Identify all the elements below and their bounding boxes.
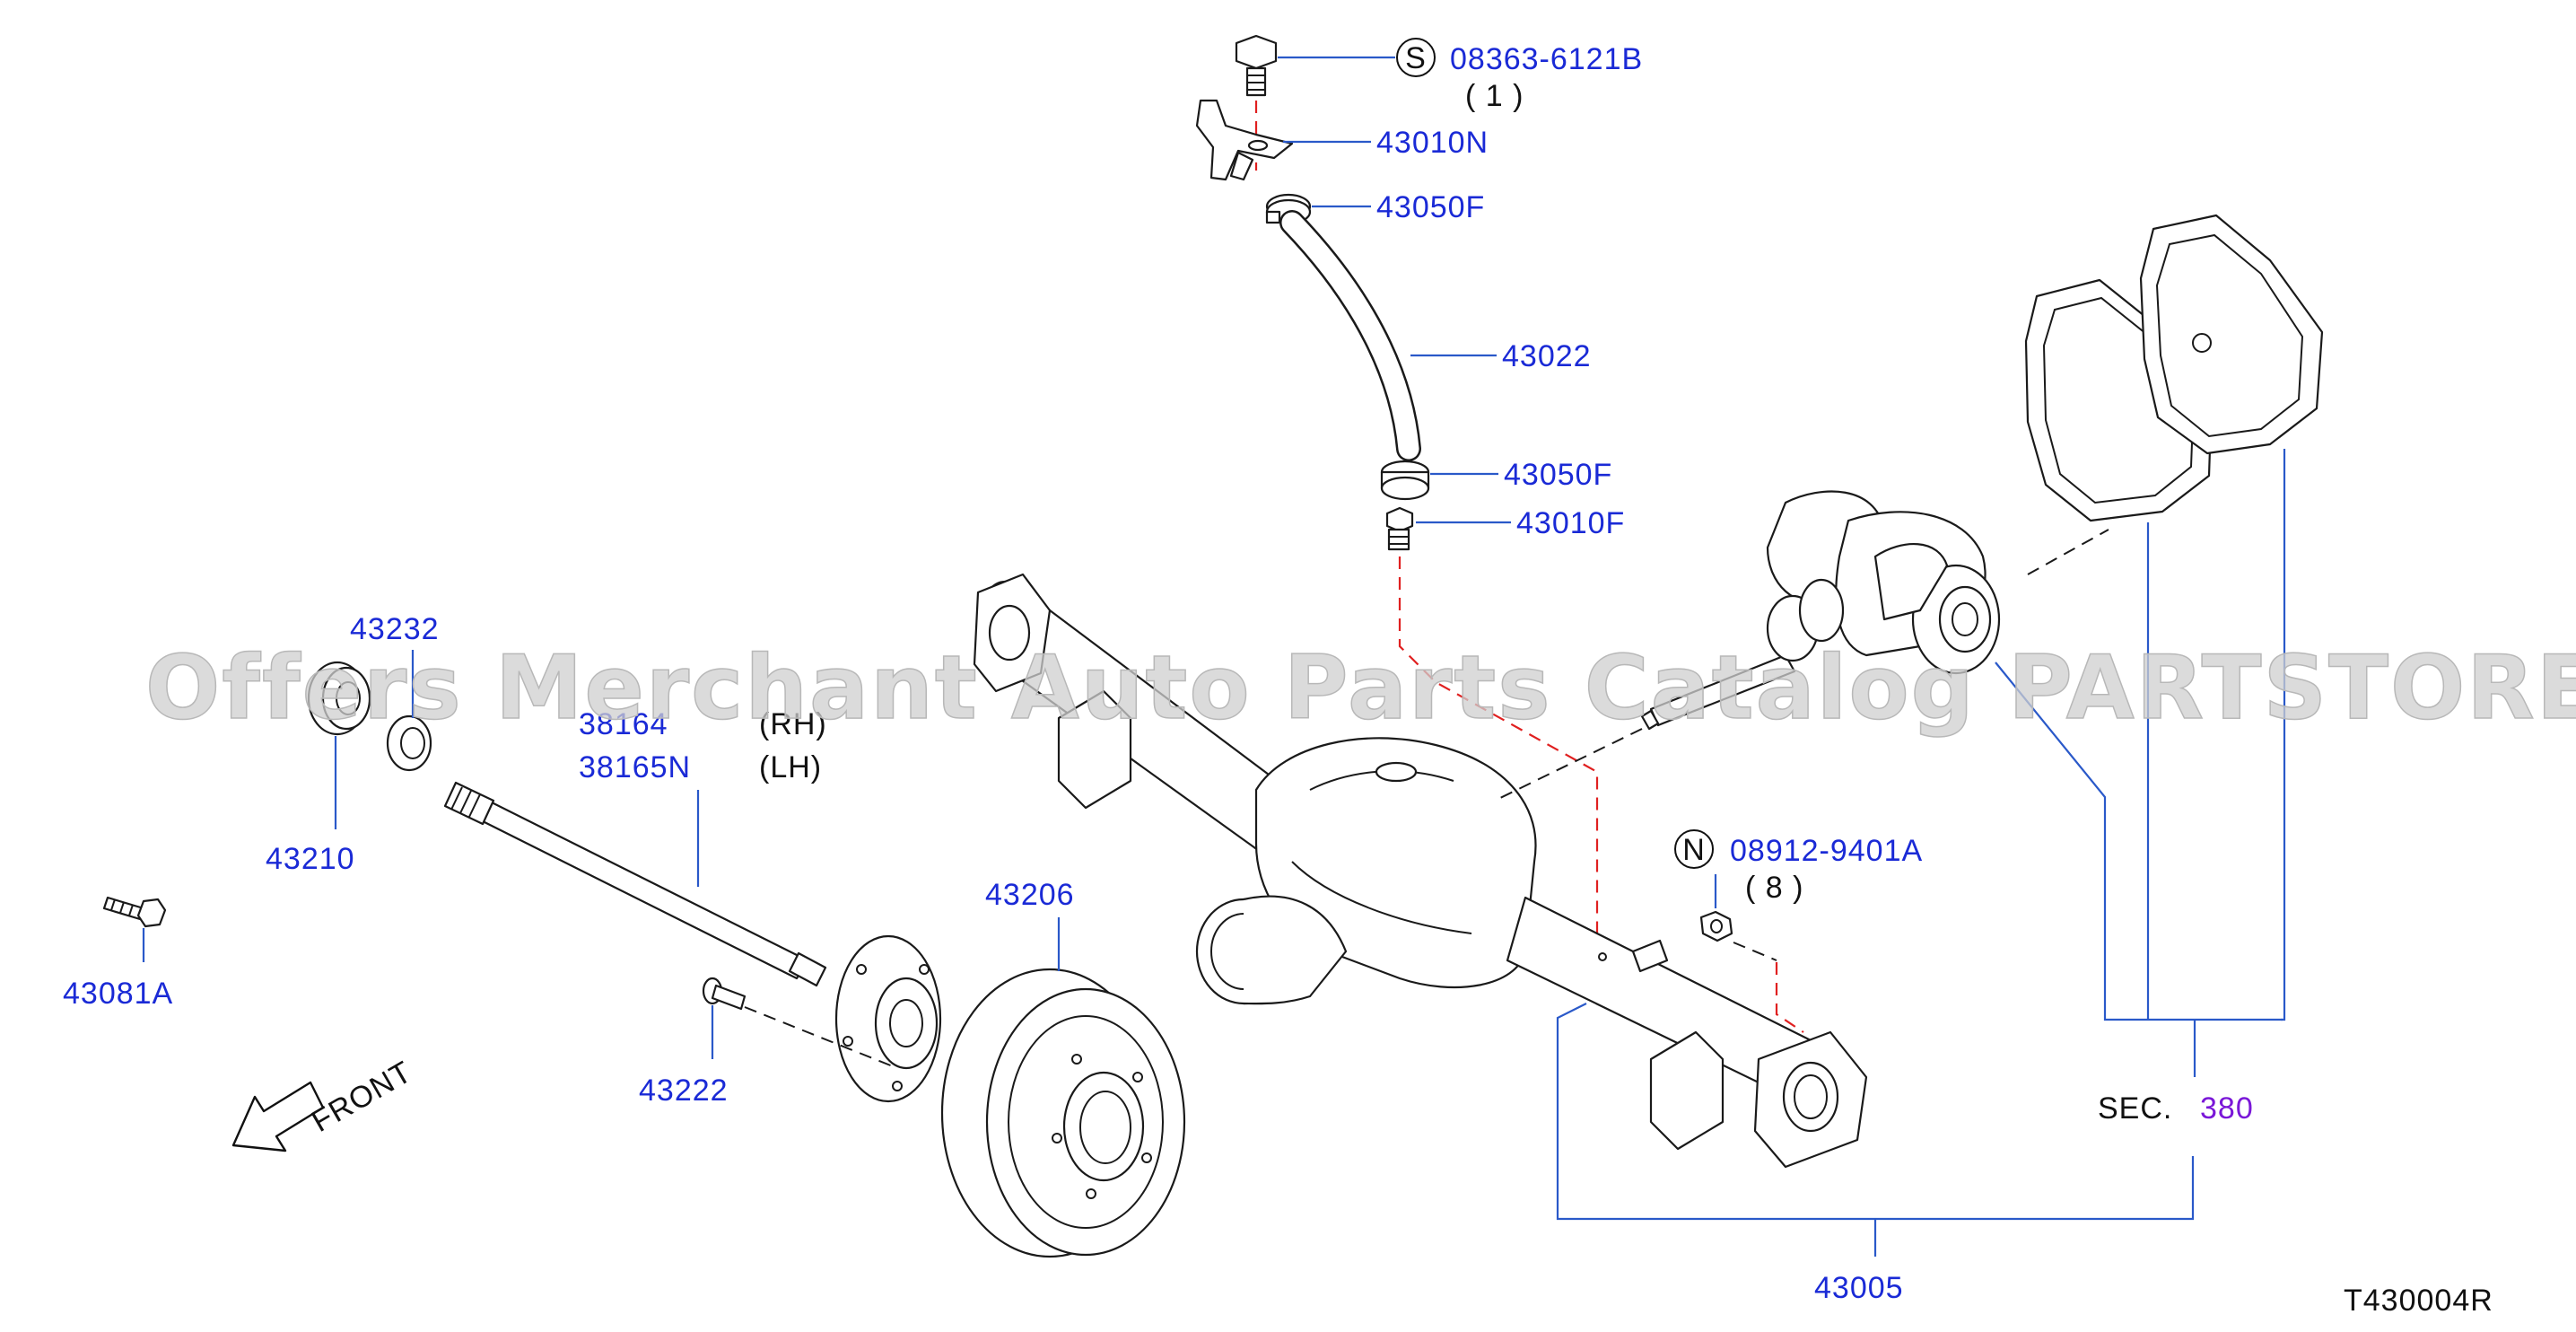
part-number-43010N[interactable]: 43010N: [1376, 126, 1489, 160]
qty-08912: ( 8 ): [1745, 871, 1803, 905]
part-number-38164[interactable]: 38164: [579, 707, 668, 741]
part-number-38165N[interactable]: 38165N: [579, 750, 691, 784]
symbol-s-badge: S: [1396, 38, 1436, 77]
grease-seal[interactable]: [386, 714, 432, 772]
axle-housing[interactable]: [973, 573, 1868, 1169]
dash-carrier-to-gasket: [2027, 529, 2109, 575]
part-number-43022[interactable]: 43022: [1502, 339, 1592, 373]
part-number-08363-6121B[interactable]: 08363-6121B: [1450, 42, 1643, 76]
dash-wheel-bolt: [744, 1006, 898, 1069]
brake-drum[interactable]: [940, 968, 1186, 1258]
axle-shaft[interactable]: [443, 781, 827, 987]
part-number-43222[interactable]: 43222: [639, 1073, 729, 1108]
axle-flange[interactable]: [834, 934, 942, 1103]
dash-pinion-to-housing: [1498, 728, 1643, 800]
red-alignment-line-nut: [1775, 962, 1804, 1033]
front-arrow-icon: [231, 1081, 325, 1152]
drive-pinion[interactable]: [1640, 578, 1845, 731]
hose-clip-top[interactable]: [1265, 193, 1312, 225]
breather-bracket[interactable]: [1195, 99, 1294, 181]
leader-sec380-carrier: [1995, 449, 2286, 1021]
section-prefix: SEC.: [2098, 1091, 2172, 1126]
hose-clip-bottom[interactable]: [1380, 460, 1430, 501]
part-number-43005[interactable]: 43005: [1814, 1271, 1904, 1305]
svg-text:S: S: [1405, 41, 1427, 75]
part-number-08912-9401A[interactable]: 08912-9401A: [1730, 834, 1923, 868]
breather-bolt[interactable]: [1235, 34, 1278, 97]
axle-nut[interactable]: [1699, 910, 1733, 942]
part-number-43081A[interactable]: 43081A: [63, 977, 173, 1011]
leader-43005-bracket: [1556, 1003, 2195, 1221]
front-label: FRONT: [306, 1055, 418, 1139]
side-rh: (RH): [759, 707, 827, 741]
dash-nut: [1733, 942, 1777, 961]
part-number-43050F-top[interactable]: 43050F: [1376, 190, 1485, 224]
symbol-n-badge: N: [1674, 829, 1714, 869]
wheel-bolt[interactable]: [702, 977, 747, 1011]
svg-text:N: N: [1682, 833, 1706, 867]
part-number-43050F-bottom[interactable]: 43050F: [1504, 458, 1612, 492]
part-number-43232[interactable]: 43232: [350, 612, 440, 646]
diagram-code: T430004R: [2344, 1284, 2493, 1318]
bolt-43081A[interactable]: [102, 896, 167, 928]
qty-08363: ( 1 ): [1465, 79, 1524, 113]
wheel-bearing[interactable]: [307, 661, 371, 736]
watermark: Offers Merchant Auto Parts Catalog PARTS…: [145, 637, 2576, 740]
part-number-43210[interactable]: 43210: [266, 842, 355, 876]
section-number[interactable]: 380: [2200, 1091, 2254, 1126]
rear-cover[interactable]: [2139, 214, 2324, 455]
side-lh: (LH): [759, 750, 822, 784]
part-number-43206[interactable]: 43206: [985, 878, 1075, 912]
breather-connector[interactable]: [1385, 506, 1414, 551]
differential-carrier[interactable]: [1766, 490, 2001, 675]
part-number-43010F[interactable]: 43010F: [1516, 506, 1625, 540]
